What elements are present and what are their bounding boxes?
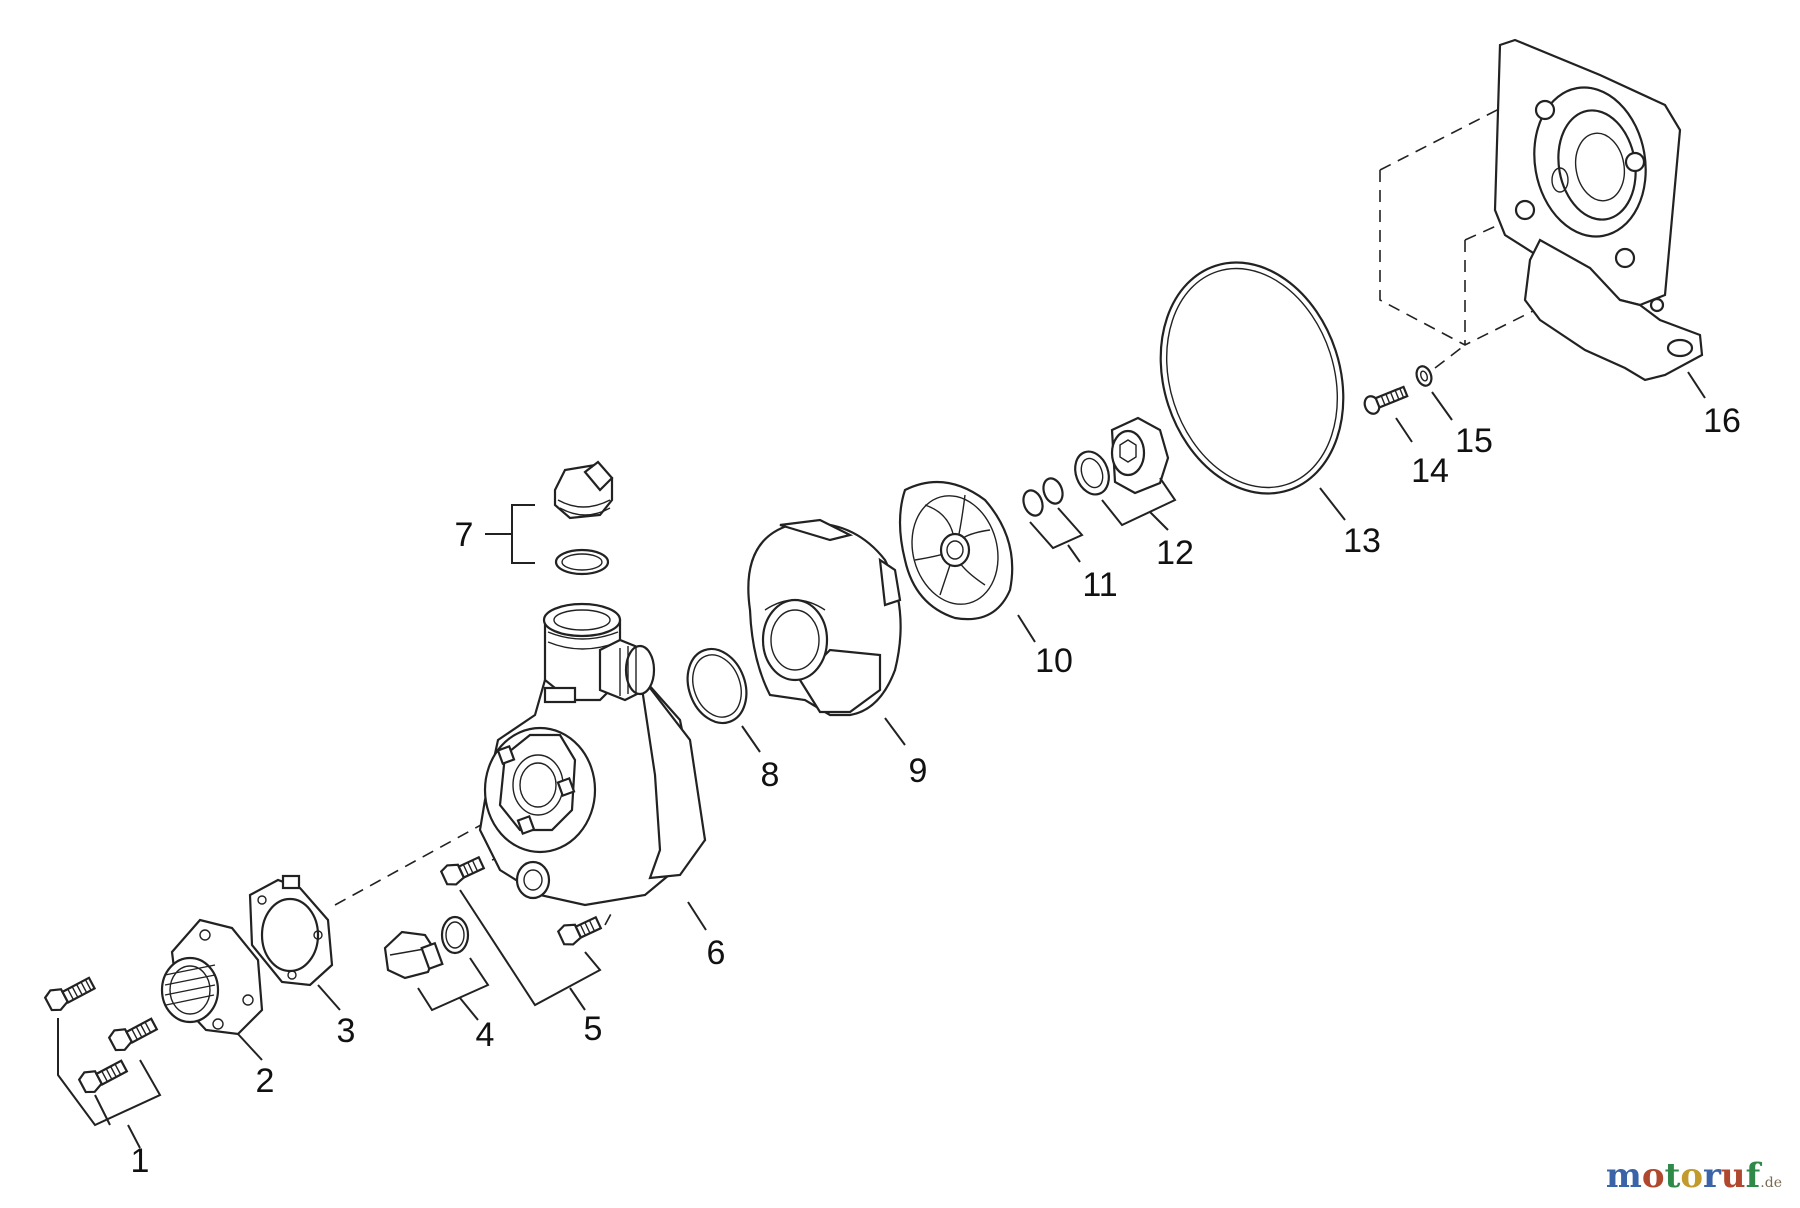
watermark-letter: r [1703,1156,1721,1196]
watermark-text: motoruf [1606,1156,1760,1196]
watermark-letter: m [1605,1156,1642,1196]
label-10: 10 [1035,642,1073,680]
label-6: 6 [707,934,726,972]
label-3: 3 [337,1012,356,1050]
label-2: 2 [256,1062,275,1100]
label-14: 14 [1411,452,1449,490]
label-5: 5 [584,1010,603,1048]
label-7: 7 [455,516,474,554]
part-10-impeller [898,480,1036,643]
label-4: 4 [476,1016,495,1054]
part-2-inlet-flange [160,918,264,1061]
alignment-line-inlet [334,819,491,906]
part-4-drain-plug [383,915,490,1021]
label-11: 11 [1082,566,1117,604]
watermark-suffix: .de [1760,1175,1782,1191]
motoruf-watermark-logo: motoruf.de [1606,1156,1782,1196]
part-9-diffuser [747,518,906,746]
part-14-screw [1363,385,1413,443]
label-9: 9 [909,752,928,790]
label-8: 8 [761,756,780,794]
watermark-letter: t [1664,1156,1681,1196]
part-15-washer [1415,365,1453,421]
label-15: 15 [1455,422,1493,460]
label-1: 1 [131,1142,150,1180]
part-11-shims [1022,477,1084,563]
part-7-filler-cap [485,460,614,576]
label-13: 13 [1343,522,1381,560]
label-16: 16 [1703,402,1741,440]
label-12: 12 [1156,534,1194,572]
part-13-large-o-ring [1159,261,1346,521]
watermark-letter: o [1641,1156,1665,1196]
watermark-letter: o [1680,1156,1703,1196]
part-3-gasket [248,874,341,1011]
part-1-bolts [43,976,162,1149]
watermark-letter: u [1720,1156,1746,1196]
part-8-o-ring [686,647,761,753]
alignment-lines-bracket [1379,87,1566,369]
part-5-plugs [439,844,613,1011]
part-6-pump-housing [478,602,707,931]
watermark-letter: f [1745,1156,1761,1196]
part-16-adapter-bracket [1493,38,1706,399]
part-12-mechanical-seal [1074,416,1177,531]
